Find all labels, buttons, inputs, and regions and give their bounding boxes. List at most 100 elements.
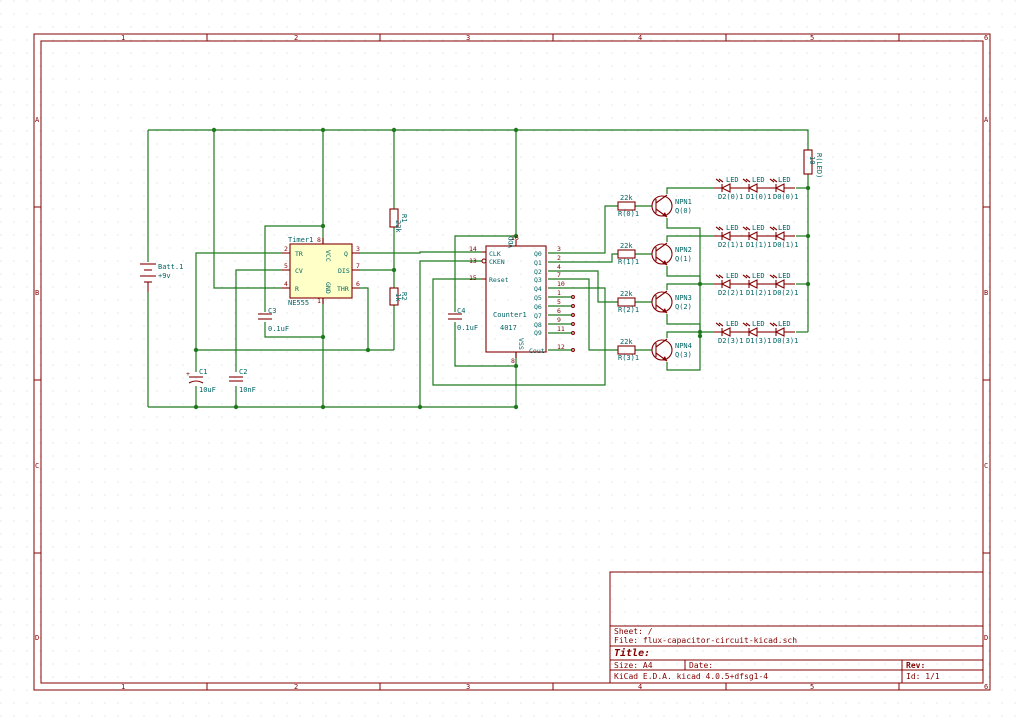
- led-ref: D0(1)1: [773, 241, 798, 249]
- resistor-r1: [389, 208, 399, 228]
- base-resistor-ref: R(0)1: [618, 210, 639, 218]
- counter-pin-number: 13: [469, 257, 477, 265]
- timer-pin-gnd: GND: [324, 282, 332, 294]
- led-label: LED: [752, 176, 765, 184]
- counter-output-numbers: 3 2 4 7 10 1 5 6 9 11: [557, 245, 565, 333]
- c4-ref: C4: [457, 307, 465, 315]
- base-resistor-value: 22k: [620, 194, 633, 202]
- c1-ref: C1: [199, 368, 207, 376]
- counter-pin-vdd: VDD: [507, 236, 515, 248]
- counter-value: 4017: [500, 324, 517, 332]
- timer-pin-r: R: [295, 285, 299, 293]
- base-resistor-ref: R(1)1: [618, 258, 639, 266]
- c1-value: 10uF: [199, 386, 216, 394]
- base-resistor: [617, 345, 636, 355]
- led-ref: D2(0)1: [718, 193, 743, 201]
- counter-pin-vss: VSS: [517, 338, 525, 350]
- c3-ref: C3: [268, 307, 276, 315]
- transistor-type: NPN2: [675, 246, 692, 254]
- timer-pin-q: Q: [344, 250, 348, 258]
- counter-pin-number: 8: [511, 357, 515, 365]
- led-ref: D2(1)1: [718, 241, 743, 249]
- led-ref: D1(3)1: [746, 337, 771, 345]
- counter-output-labels: Q0 Q1 Q2 Q3 Q4 Q5 Q6 Q7 Q8 Q9: [534, 250, 542, 337]
- c3-value: 0.1uF: [268, 325, 289, 333]
- led-label: LED: [778, 176, 791, 184]
- base-resistor-ref: R(3)1: [618, 354, 639, 362]
- date-label: Date:: [689, 661, 713, 670]
- r1-ref: R1: [400, 214, 408, 222]
- r2-value: 1k: [394, 293, 402, 302]
- unconnected-pin-markers: [571, 295, 575, 352]
- timer-pin-number: 6: [356, 280, 360, 288]
- timer-pin-thr: THR: [337, 285, 349, 293]
- counter-pin-q: Q0: [534, 250, 542, 258]
- counter-pin-number: 1: [557, 289, 561, 297]
- transistor-stage: [617, 338, 673, 362]
- timer-pin-number: 2: [284, 245, 288, 253]
- counter-pin-number: 4: [557, 263, 561, 271]
- timer-ne555-chip: [289, 243, 353, 299]
- led-diode-symbol: [741, 274, 768, 289]
- r-led-ref: R(LED): [815, 153, 823, 178]
- resistor-r2: [389, 287, 399, 306]
- base-resistor-value: 22k: [620, 338, 633, 346]
- led-ref: D2(3)1: [718, 337, 743, 345]
- timer-pin-number: 8: [317, 236, 321, 244]
- svg-text:+: +: [186, 370, 190, 378]
- base-resistor: [617, 297, 636, 307]
- row-marker-left: C: [35, 462, 39, 470]
- size-label: Size: A4: [614, 661, 653, 670]
- row-marker-left: A: [35, 116, 40, 124]
- title-block: [609, 571, 984, 684]
- led-ref: D1(0)1: [746, 193, 771, 201]
- led-diode-symbol: [714, 226, 741, 241]
- counter-pin-cken: CKEN: [489, 258, 505, 266]
- counter-pin-cout: Cout: [529, 347, 545, 355]
- frame-markers: [34, 34, 990, 690]
- r2-ref: R2: [400, 292, 408, 300]
- junctions: [193, 127, 811, 410]
- timer-pin-cv: CV: [295, 267, 303, 275]
- counter-pin-number: 9: [557, 316, 561, 324]
- led-label: LED: [752, 224, 765, 232]
- timer-pin-stubs: [282, 238, 360, 304]
- col-marker-top: 6: [984, 34, 988, 42]
- counter-pin-number: 6: [557, 307, 561, 315]
- led-diode-symbol: [741, 322, 768, 337]
- row-marker-left: B: [35, 289, 39, 297]
- timer-value: NE555: [288, 299, 309, 307]
- timer-pin-dis: DIS: [338, 267, 350, 275]
- timer-ref: Timer1: [288, 236, 313, 244]
- col-marker-top: 5: [810, 34, 814, 42]
- col-marker-bottom: 6: [984, 683, 988, 691]
- counter-pin-q: Q5: [534, 294, 542, 302]
- transistor-ref: Q(2): [675, 303, 692, 311]
- led-diode-symbol: [714, 274, 741, 289]
- col-marker-top: 4: [638, 34, 642, 42]
- counter-pin-number: 2: [557, 254, 561, 262]
- row-marker-right: A: [984, 116, 989, 124]
- file-label: File: flux-capacitor-circuit-kicad.sch: [614, 636, 797, 645]
- counter-pin-number: 7: [557, 271, 561, 279]
- led-ref: D1(2)1: [746, 289, 771, 297]
- timer-pin-number: 5: [284, 262, 288, 270]
- led-row-labels: LED LED LED D2(0)1 D1(0)1 D0(0)1 LED LED…: [718, 176, 798, 345]
- transistor-ref: Q(3): [675, 351, 692, 359]
- led-ref: D0(3)1: [773, 337, 798, 345]
- inner-frame: [40, 40, 984, 684]
- transistor-type: NPN1: [675, 198, 692, 206]
- sheet-label: Sheet: /: [614, 627, 653, 636]
- led-ref: D2(2)1: [718, 289, 743, 297]
- counter-pin-q: Q6: [534, 303, 542, 311]
- resistor-r-led: [803, 149, 813, 175]
- title-label: Title:: [614, 647, 650, 659]
- col-marker-top: 3: [466, 34, 470, 42]
- row-marker-right: B: [984, 289, 988, 297]
- counter-pin-q: Q9: [534, 329, 542, 337]
- c4-value: 0.1uF: [457, 324, 478, 332]
- battery-value: +9v: [158, 272, 171, 280]
- led-label: LED: [778, 272, 791, 280]
- sheet-id-label: Id: 1/1: [906, 672, 940, 681]
- counter-pin-number: 14: [469, 245, 477, 253]
